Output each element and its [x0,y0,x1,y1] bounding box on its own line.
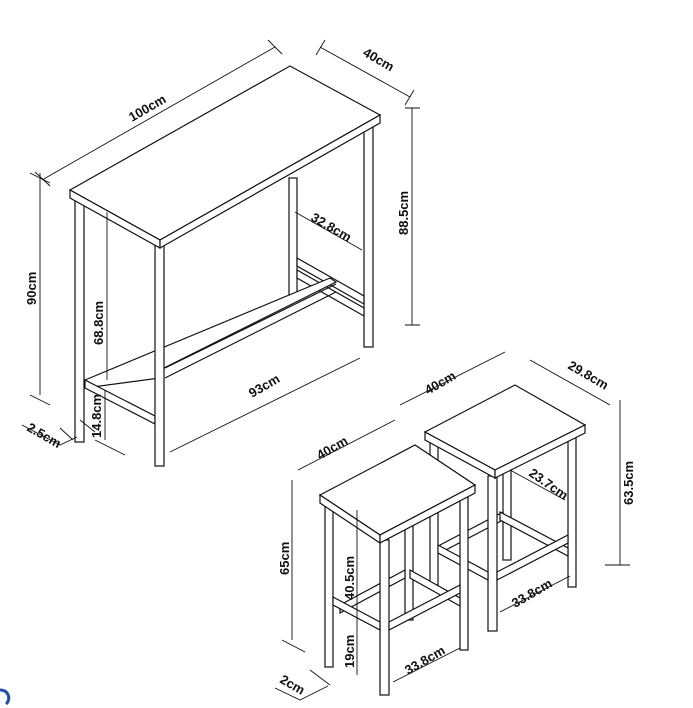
stool-back-height-label: 63.5cm [621,461,636,505]
stool-front-width-label: 40cm [314,433,350,463]
table-depth-label: 40cm [361,45,397,75]
stool-front-stretcher-height-label: 19cm [342,635,357,668]
stool-front: 40cm 65cm 40.5cm 19cm 33.8cm 2cm [274,419,477,701]
table-inner-depth-label: 32.8cm [309,210,355,245]
stool-back-depth-label: 29.8cm [566,358,612,393]
bar-table: 100cm 40cm 88.5cm 32.8cm 90cm 68.8cm 93c… [21,39,420,467]
table-leg-inner-height-label: 68.8cm [91,301,106,345]
stool-front-leg-width-label: 2cm [278,672,308,698]
stool-front-inner-width-label: 33.8cm [402,643,448,678]
table-leg-width-label: 2.5cm [25,420,64,451]
stool-front-leg-inner-height-label: 40.5cm [342,556,357,600]
stool-back-inner-width-label: 33.8cm [509,576,555,611]
table-inner-length-label: 93cm [246,371,282,401]
stool-front-height-label: 65cm [277,542,292,575]
table-height-back-label: 88.5cm [396,191,411,235]
stool-back-width-label: 40cm [422,368,458,398]
table-height-label: 90cm [24,272,39,305]
stool-back-inner-depth-label: 23.7cm [526,465,571,503]
corner-mark-icon [0,688,11,706]
table-stretcher-height-label: 14.8cm [89,394,104,438]
